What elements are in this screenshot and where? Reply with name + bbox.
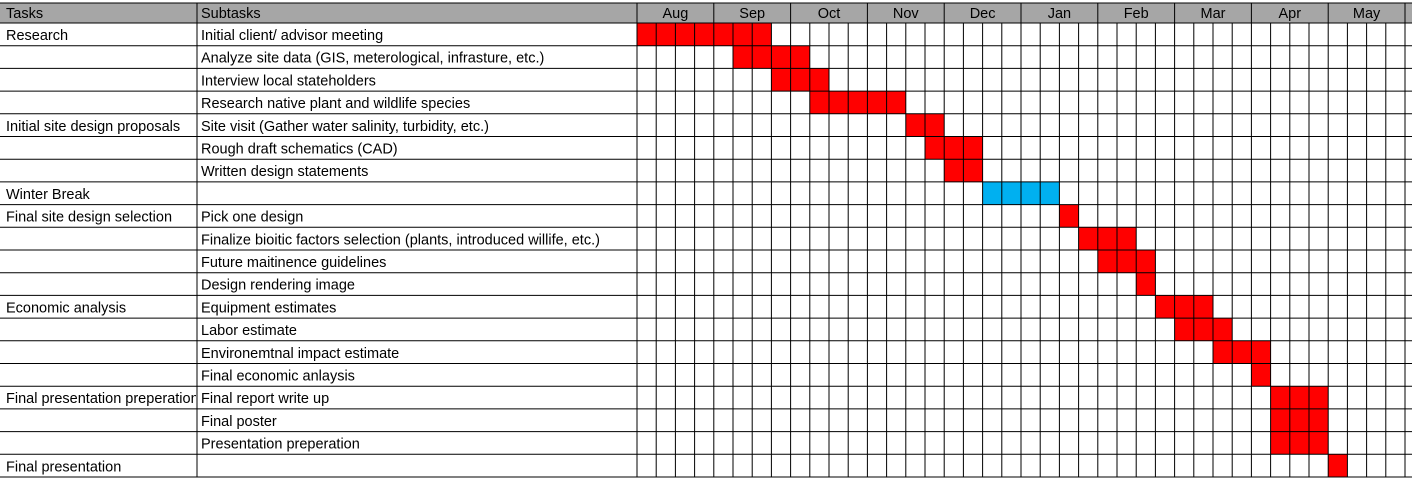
task-bar [1097, 250, 1156, 273]
task-bar [1136, 272, 1156, 296]
subtask-label: Rough draft schematics (CAD) [201, 142, 398, 158]
subtask-label: Written design statements [201, 164, 368, 180]
task-bar [1251, 363, 1271, 387]
subtask-label: Finalize bioitic factors selection (plan… [201, 232, 600, 248]
subtask-label: Interview local stateholders [201, 73, 376, 89]
task-bar [1213, 340, 1271, 364]
month-label: Aug [662, 6, 688, 22]
subtask-label: Future maitinence guidelines [201, 255, 386, 271]
subtask-label: Environemtnal impact estimate [201, 346, 399, 362]
task-label: Winter Break [6, 187, 91, 203]
task-label: Final presentation [6, 459, 121, 475]
tasks-header: Tasks [6, 6, 43, 22]
month-label: Feb [1124, 6, 1149, 22]
subtask-label: Equipment estimates [201, 300, 336, 316]
task-bar [1328, 454, 1348, 477]
month-label: Mar [1201, 6, 1226, 22]
subtask-label: Initial client/ advisor meeting [201, 28, 383, 44]
task-bar [925, 136, 983, 160]
month-label: Apr [1279, 6, 1302, 22]
subtask-label: Labor estimate [201, 323, 297, 339]
header-background [0, 3, 1412, 23]
task-label: Final site design selection [6, 210, 172, 226]
month-label: Dec [970, 6, 996, 22]
month-label: Oct [818, 6, 841, 22]
subtask-label: Pick one design [201, 210, 303, 226]
subtask-label: Final economic anlaysis [201, 369, 355, 385]
task-bar [1270, 408, 1329, 432]
subtask-label: Final report write up [201, 391, 329, 407]
subtask-label: Analyze site data (GIS, meterological, i… [201, 51, 544, 67]
task-bar [1270, 386, 1329, 409]
month-label: Nov [893, 6, 920, 22]
task-bar [1270, 431, 1329, 455]
month-label: Jan [1048, 6, 1071, 22]
task-bar [1078, 227, 1137, 250]
month-label: May [1353, 6, 1381, 22]
task-label: Initial site design proposals [6, 119, 180, 135]
task-bar [809, 91, 906, 114]
task-bar [1059, 204, 1079, 228]
subtask-label: Final poster [201, 414, 277, 430]
task-bar [1155, 295, 1213, 319]
subtask-label: Site visit (Gather water salinity, turbi… [201, 119, 489, 135]
task-bar [771, 68, 829, 92]
subtasks-header: Subtasks [201, 6, 261, 22]
task-label: Final presentation preperation [6, 391, 199, 407]
subtask-label: Research native plant and wildlife speci… [201, 96, 470, 112]
subtask-label: Design rendering image [201, 278, 355, 294]
task-bar [637, 23, 772, 46]
subtask-label: Presentation preperation [201, 437, 360, 453]
task-label: Research [6, 28, 68, 44]
month-label: Sep [739, 6, 765, 22]
task-label: Economic analysis [6, 300, 126, 316]
task-bar [1174, 318, 1233, 341]
